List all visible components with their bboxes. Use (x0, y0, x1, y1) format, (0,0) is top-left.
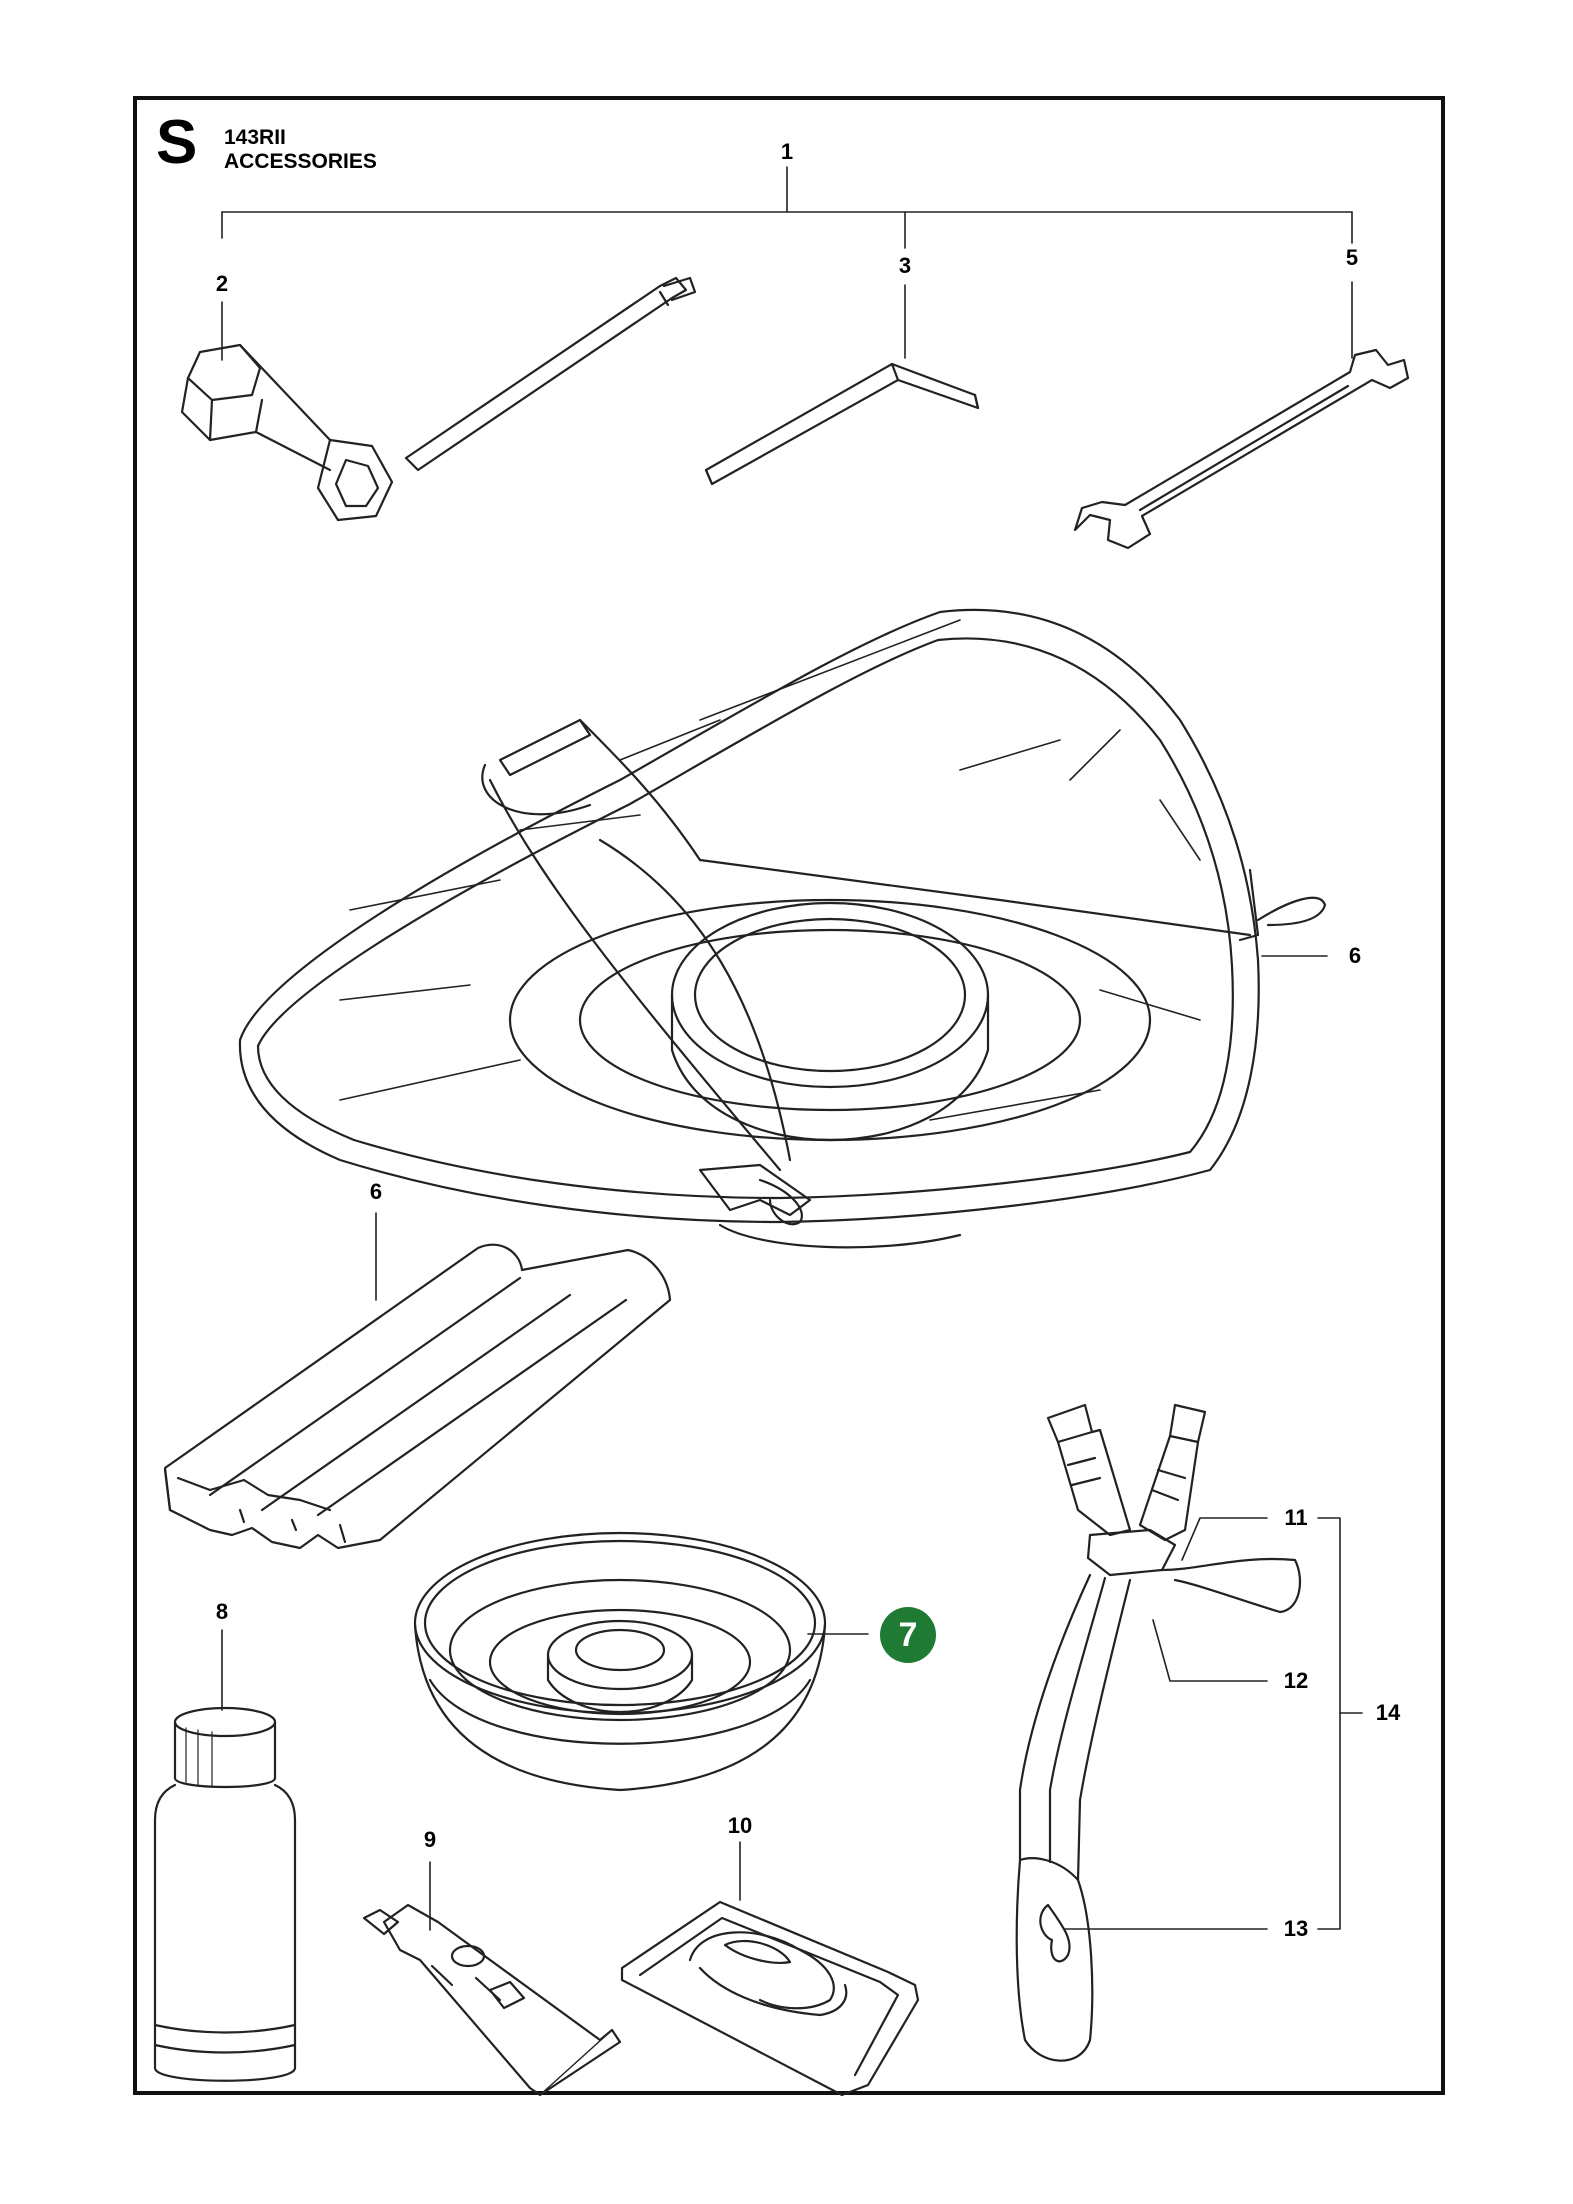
model-number: 143RII (224, 126, 286, 149)
open-wrench-icon (1075, 350, 1408, 548)
combination-spanner-icon (182, 278, 695, 520)
grease-tube-icon (364, 1905, 620, 2095)
callout-12: 12 (1283, 1668, 1309, 1693)
callout-1: 1 (780, 139, 794, 164)
harness-icon (1017, 1405, 1300, 2061)
callout-2: 2 (215, 271, 229, 296)
page-title: ACCESSORIES (224, 150, 377, 174)
section-letter: S (156, 108, 198, 177)
callout-10: 10 (727, 1813, 753, 1838)
callout-8: 8 (215, 1599, 229, 1624)
callout-3: 3 (898, 253, 912, 278)
callout-6-transport-guard: 6 (369, 1179, 383, 1204)
transport-guard-icon (165, 1245, 670, 1548)
callout-11: 11 (1284, 1505, 1308, 1530)
callout-13: 13 (1283, 1916, 1309, 1941)
oil-bottle-icon (155, 1708, 295, 2081)
callout-6-blade-guard: 6 (1348, 943, 1362, 968)
callout-9: 9 (423, 1827, 437, 1852)
callout-7-highlighted: 7 (880, 1607, 936, 1663)
leader-lines (222, 167, 1362, 1930)
callout-5: 5 (1345, 245, 1359, 270)
callout-14: 14 (1375, 1700, 1401, 1725)
hex-key-icon (706, 364, 978, 484)
model-title: 143RII ACCESSORIES (224, 126, 377, 174)
diagram-frame (133, 96, 1445, 2095)
support-cup-icon (415, 1533, 825, 1790)
blade-guard-icon (240, 610, 1325, 1247)
parts-bag-icon (622, 1902, 918, 2095)
